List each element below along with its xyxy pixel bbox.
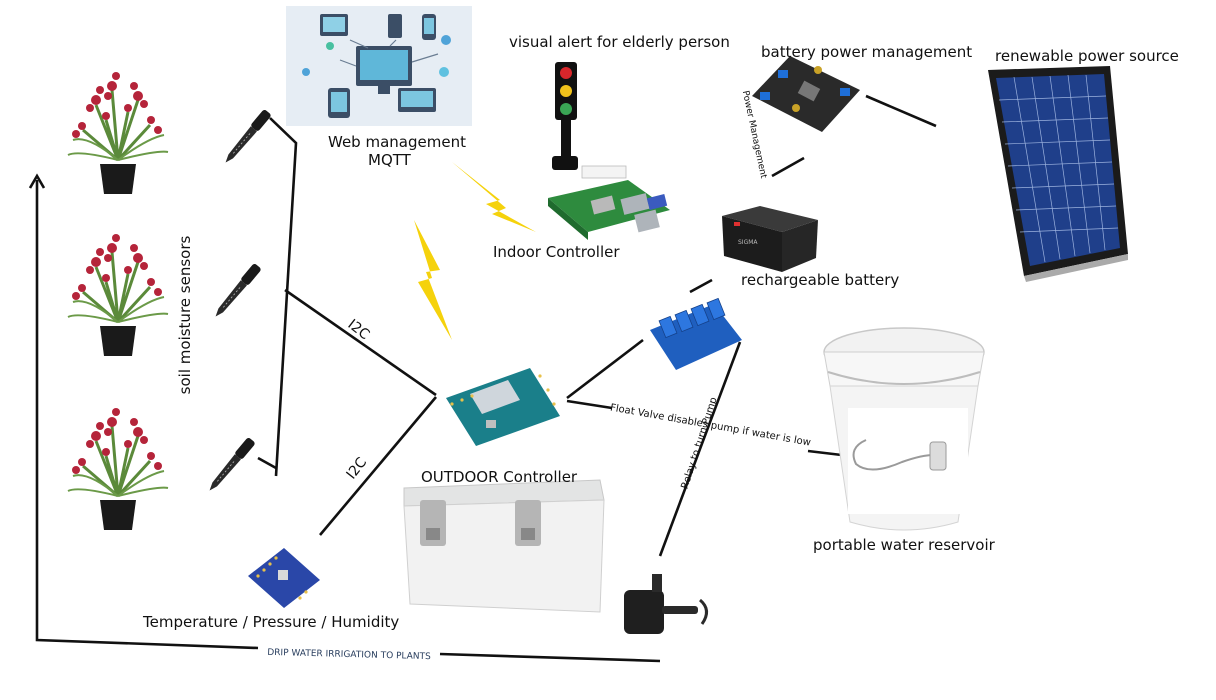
mqtt-label: MQTT — [368, 151, 411, 169]
visual-alert-label: visual alert for elderly person — [509, 33, 730, 51]
drip-irrigation-line — [35, 180, 661, 663]
relay-battery-line — [689, 278, 713, 294]
controller-relay-line — [566, 338, 644, 400]
web-management-label: Web management — [328, 133, 466, 151]
connection-lines — [35, 94, 937, 663]
arrow-up-icon — [28, 173, 46, 189]
soil-sensors-label: soil moisture sensors — [176, 236, 194, 395]
soil-probe-icon-3 — [205, 436, 257, 495]
indoor-controller-label: Indoor Controller — [493, 243, 620, 261]
plant-image-2 — [66, 232, 170, 358]
battery-image: SIGMA — [722, 206, 818, 272]
relay-pump-label: Relay to turn Pump — [680, 396, 720, 491]
arduino-board-image — [446, 368, 560, 446]
bme-sensor-image — [248, 548, 320, 608]
lightning-icon-indoor — [452, 162, 536, 232]
soil-probe-icon-2 — [211, 262, 263, 321]
i2c-label-top: I2C — [345, 317, 373, 344]
water-bucket-image — [823, 327, 985, 531]
battery-management-label: battery power management — [761, 43, 973, 61]
traffic-light-image — [552, 62, 627, 179]
relay-board-image — [650, 297, 742, 370]
i2c-line-top — [284, 288, 437, 397]
sensor-bus-line — [269, 117, 298, 477]
svg-text:SIGMA: SIGMA — [738, 239, 758, 246]
relay-pump-line — [658, 341, 742, 557]
rechargeable-battery-label: rechargeable battery — [741, 271, 900, 289]
water-reservoir-label: portable water reservoir — [813, 536, 995, 554]
raspberry-pi-image — [548, 180, 670, 240]
plant-image-3 — [66, 406, 170, 532]
drip-irrigation-label: DRIP WATER IRRIGATION TO PLANTS — [267, 648, 431, 662]
soil-probe-icon-1 — [221, 108, 273, 167]
enclosure-box-image — [403, 479, 605, 613]
probe-3-link — [257, 456, 277, 470]
powermgmt-solar-line — [865, 94, 937, 128]
renewable-power-label: renewable power source — [995, 47, 1179, 65]
pump-image — [624, 574, 708, 634]
outdoor-controller-label: OUTDOOR Controller — [421, 468, 578, 486]
web-management-illustration — [286, 6, 472, 126]
i2c-line-bottom — [319, 396, 437, 536]
battery-management-board-image — [752, 56, 860, 132]
temperature-sensor-label: Temperature / Pressure / Humidity — [143, 613, 400, 631]
lightning-icon-outdoor — [414, 220, 452, 340]
solar-panel-image — [988, 66, 1128, 282]
battery-powermgmt-line — [771, 156, 805, 178]
power-management-label: Power Management — [740, 90, 768, 180]
plant-image-1 — [66, 70, 170, 196]
float-valve-line-a — [566, 399, 613, 410]
